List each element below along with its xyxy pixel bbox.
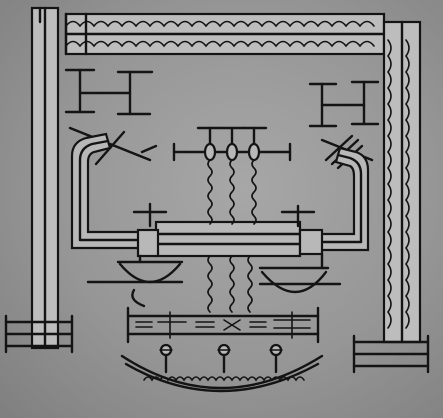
top-scalloped-beam: [64, 12, 386, 56]
right-bowl: [258, 252, 342, 294]
upper-right-h-glyph: [308, 80, 380, 128]
upper-left-h-glyph: [64, 68, 154, 116]
left-pillar: [4, 6, 74, 354]
upper-wavy-strands: [207, 159, 257, 225]
small-figures: [159, 343, 283, 374]
knotted-top-bar: [172, 126, 292, 162]
left-bowl: [86, 254, 184, 308]
right-scalloped-column: [352, 20, 430, 374]
platform-t-glyphs: [132, 202, 316, 228]
lower-wavy-strands: [207, 255, 253, 313]
bottom-boat: [120, 354, 324, 393]
lower-lattice-band: [126, 306, 320, 344]
central-platform: [136, 220, 324, 258]
